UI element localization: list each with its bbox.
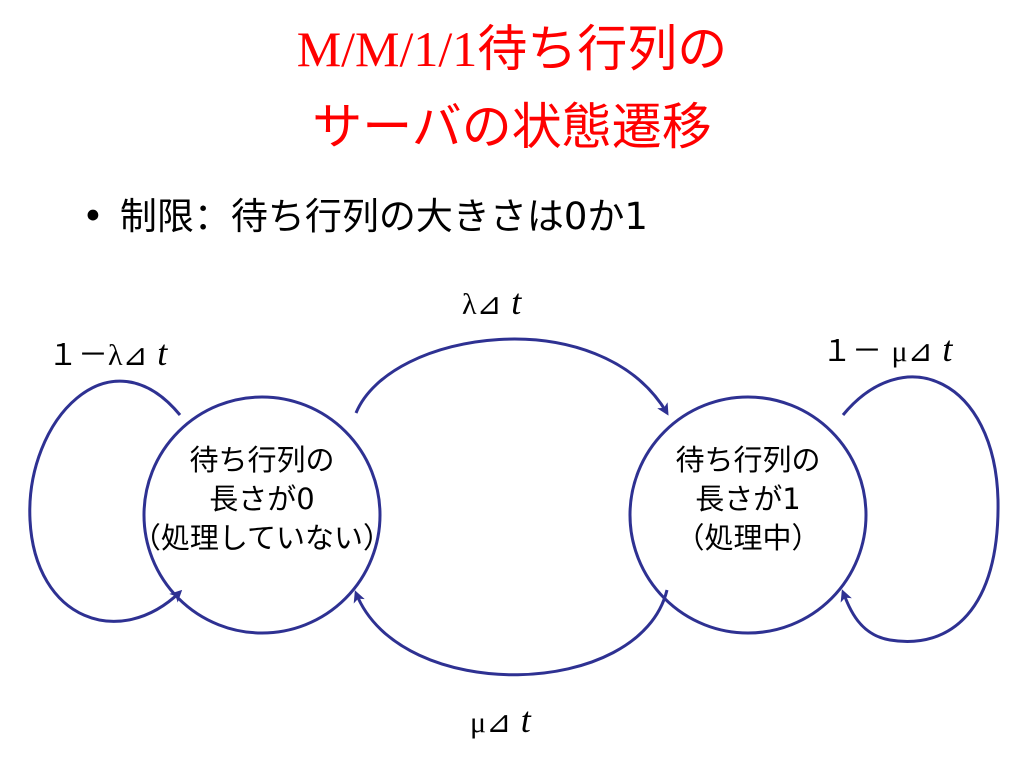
- service-rate-symbol: μ⊿: [470, 706, 512, 739]
- bullet-point: • 制限：待ち行列の大きさは0か1: [82, 193, 648, 241]
- state-empty-circle: [142, 395, 382, 635]
- state-busy-line-3: （処理中）: [675, 521, 821, 555]
- service-time-symbol: t: [520, 700, 531, 740]
- stay-busy-time-symbol: t: [942, 329, 953, 369]
- arrival-rate-symbol: λ⊿: [462, 288, 502, 321]
- state-busy-line-1: 待ち行列の: [675, 443, 821, 477]
- service-arrow: [353, 589, 669, 677]
- state-busy-line-2: 長さが1: [695, 482, 801, 516]
- self-loop-empty-arrow: [28, 379, 183, 623]
- arrival-time-symbol: t: [511, 282, 522, 322]
- stay-empty-prefix: １－: [48, 338, 108, 373]
- state-busy-circle: [628, 395, 868, 635]
- label-stay-empty: １－λ⊿ t: [48, 335, 167, 374]
- slide-title-line-1: M/M/1/1待ち行列の: [0, 18, 1024, 80]
- stay-empty-rate-symbol: λ⊿: [108, 339, 148, 372]
- stay-busy-rate-symbol: μ⊿: [891, 335, 933, 368]
- state-busy-label: 待ち行列の 長さが1 （処理中）: [598, 441, 898, 558]
- label-arrival-rate: λ⊿ t: [462, 284, 521, 323]
- stay-empty-time-symbol: t: [157, 333, 168, 373]
- self-loop-busy-arrow: [840, 375, 1000, 643]
- state-empty-label: 待ち行列の 長さが0 （処理していない）: [112, 441, 412, 558]
- title-model-name: M/M/1/1: [296, 21, 478, 77]
- state-empty-line-2: 長さが0: [209, 482, 315, 516]
- state-empty-line-3: （処理していない）: [131, 521, 393, 555]
- arrival-arrow: [354, 337, 669, 416]
- label-stay-busy: １－ μ⊿ t: [822, 331, 952, 370]
- title-queue-word: 待ち行列の: [477, 20, 728, 78]
- slide-title-line-2: サーバの状態遷移: [312, 98, 712, 156]
- state-empty-line-1: 待ち行列の: [189, 443, 335, 477]
- bullet-marker: •: [82, 195, 104, 238]
- label-service-rate: μ⊿ t: [470, 702, 531, 741]
- stay-busy-prefix: １－: [822, 334, 892, 369]
- bullet-text: 制限：待ち行列の大きさは0か1: [119, 195, 648, 238]
